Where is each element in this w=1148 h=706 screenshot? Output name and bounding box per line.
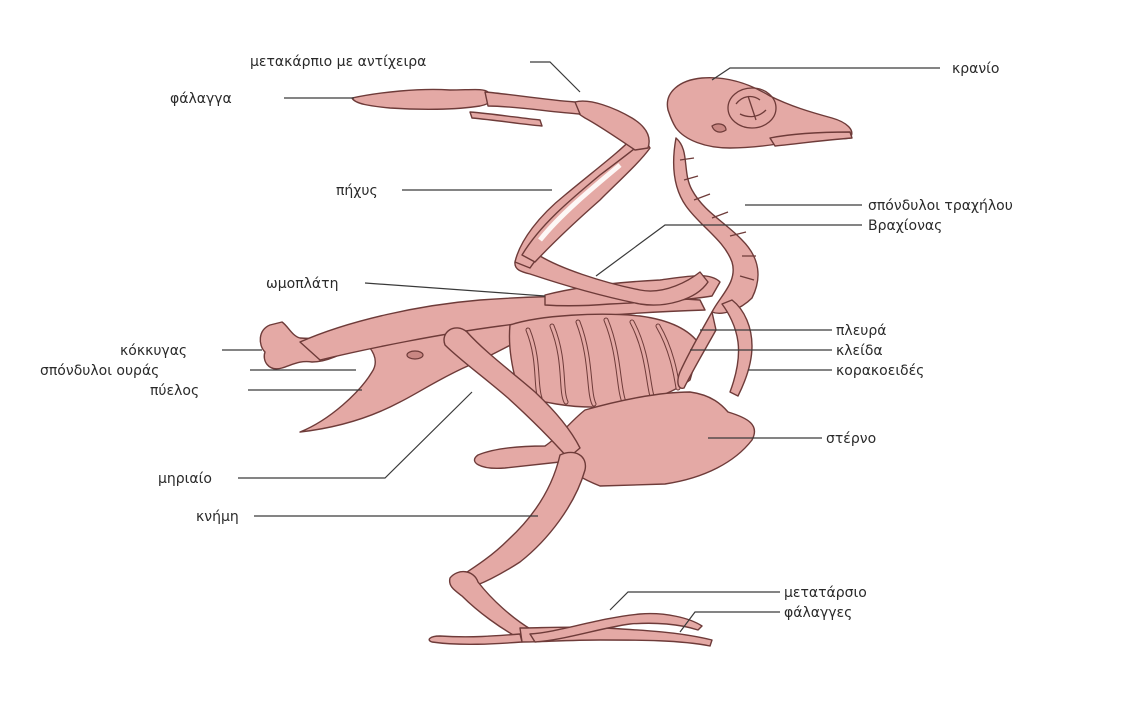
label-metatarsal: μετατάρσιο: [784, 585, 867, 601]
phalanx-bone: [352, 89, 491, 109]
label-coracoid: κορακοειδές: [836, 363, 924, 379]
tibia-bone: [458, 452, 585, 588]
coracoid-bone: [722, 300, 752, 396]
skeleton-illustration: [260, 78, 852, 646]
pelvis-hole: [407, 351, 423, 359]
label-rib: πλευρά: [836, 323, 887, 339]
label-phalanges: φάλαγγες: [784, 605, 852, 621]
label-cervical-vertebrae: σπόνδυλοι τραχήλου: [868, 198, 1013, 214]
label-pelvis: πύελος: [150, 383, 199, 399]
label-humerus: Βραχίονας: [868, 218, 942, 234]
label-skull: κρανίο: [952, 61, 1000, 77]
label-clavicle: κλείδα: [836, 343, 883, 359]
label-scapula: ωμοπλάτη: [266, 276, 338, 292]
label-ulna: πήχυς: [336, 183, 378, 199]
label-sternum: στέρνο: [826, 431, 876, 447]
label-tail-vertebrae: σπόνδυλοι ουράς: [40, 363, 159, 379]
carpometacarpus-bone: [573, 101, 649, 150]
label-tibia: κνήμη: [196, 509, 239, 525]
label-phalanx: φάλαγγα: [170, 91, 232, 107]
label-metacarpal: μετακάρπιο με αντίχειρα: [250, 54, 426, 70]
label-coccyx: κόκκυγας: [120, 343, 187, 359]
label-femur: μηριαίο: [158, 471, 212, 487]
